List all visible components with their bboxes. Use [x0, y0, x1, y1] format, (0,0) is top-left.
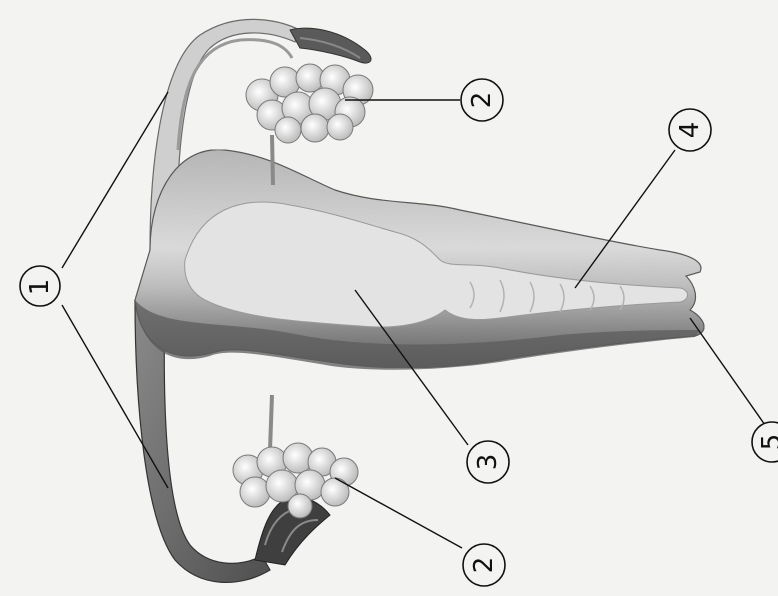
callout-3: 3 [467, 441, 509, 483]
callout-2-lower: 2 [463, 544, 505, 586]
callout-1: 1 [20, 266, 60, 306]
callout-4: 4 [669, 109, 711, 151]
callout-5: 5 [752, 422, 778, 462]
upper-ligament [272, 135, 273, 185]
callout-2-upper: 2 [461, 79, 503, 121]
upper-ovary [246, 64, 373, 143]
callout-5-label: 5 [757, 434, 778, 451]
callout-3-label: 3 [473, 454, 503, 471]
callout-2-lower-label: 2 [469, 557, 499, 574]
lower-ligament [270, 395, 272, 450]
leader-2b [335, 478, 462, 548]
callout-2-upper-label: 2 [467, 92, 497, 109]
callout-4-label: 4 [675, 122, 705, 139]
callout-1-label: 1 [25, 279, 55, 296]
leader-5 [690, 318, 765, 425]
